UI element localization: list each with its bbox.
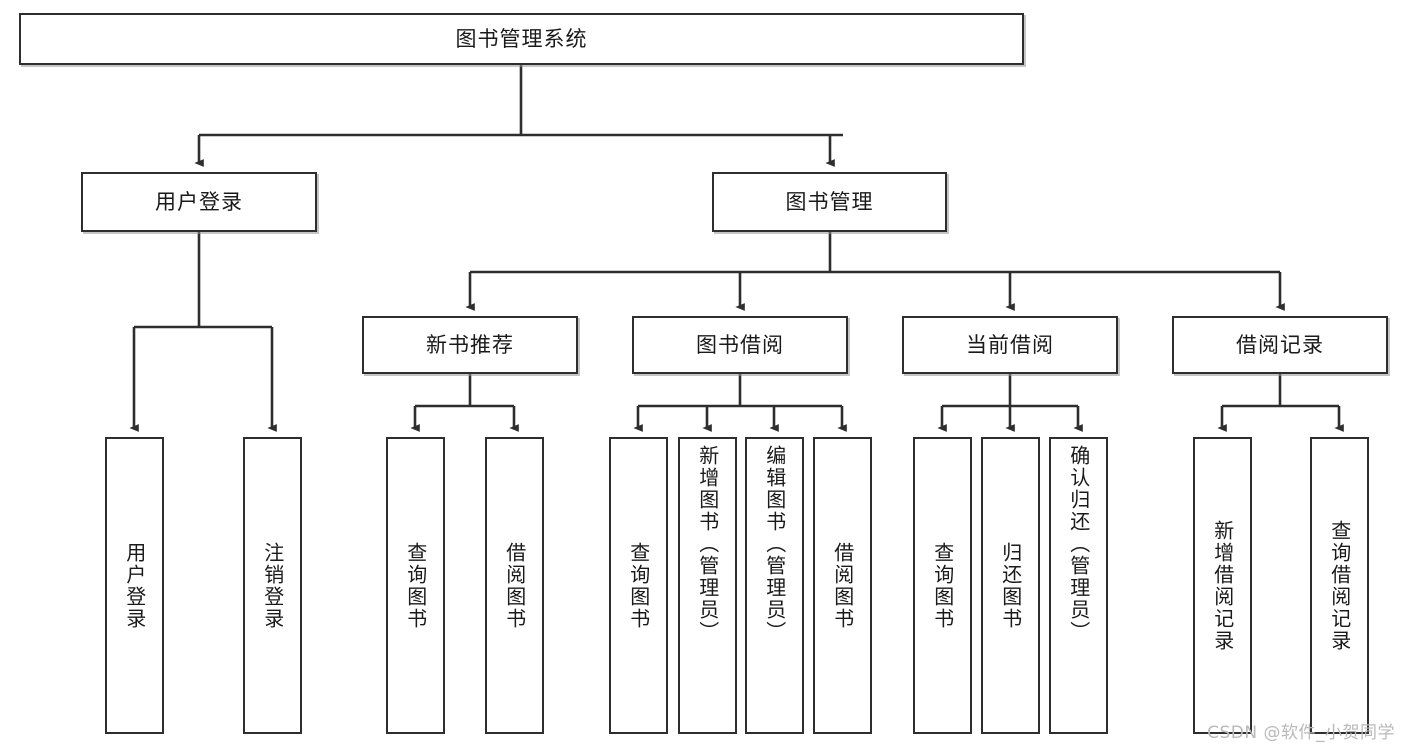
leaf-node-add-book[interactable]: 新增图书（管理员） bbox=[678, 437, 737, 734]
node-book-management[interactable]: 图书管理 bbox=[712, 172, 947, 232]
csdn-watermark: CSDN @软件_小贺同学 bbox=[1207, 723, 1395, 743]
leaf-node-edit-book[interactable]: 编辑图书（管理员） bbox=[745, 437, 804, 734]
leaf-node-user-logout[interactable]: 注销登录 bbox=[243, 437, 302, 734]
new-book-recommend-to-leaves-connectors bbox=[410, 374, 519, 432]
leaf-node-user-login[interactable]: 用户登录 bbox=[105, 437, 164, 734]
leaf-node-return-book[interactable]: 归还图书 bbox=[981, 437, 1040, 734]
node-current-borrow[interactable]: 当前借阅 bbox=[902, 316, 1118, 374]
leaf-node-add-book-label: 新增图书（管理员） bbox=[695, 445, 720, 643]
leaf-node-borrow-book[interactable]: 借阅图书 bbox=[813, 437, 872, 734]
leaf-node-query-book-borrow[interactable]: 查询图书 bbox=[609, 437, 668, 734]
leaf-node-add-borrow-record[interactable]: 新增借阅记录 bbox=[1193, 437, 1252, 734]
leaf-node-query-borrow-record[interactable]: 查询借阅记录 bbox=[1310, 437, 1369, 734]
leaf-node-user-logout-label: 注销登录 bbox=[260, 541, 285, 630]
node-user-login[interactable]: 用户登录 bbox=[81, 172, 317, 232]
node-new-book-recommend[interactable]: 新书推荐 bbox=[362, 316, 578, 374]
leaf-node-user-login-label: 用户登录 bbox=[122, 541, 147, 630]
leaf-node-add-borrow-record-label: 新增借阅记录 bbox=[1210, 519, 1235, 652]
leaf-node-confirm-return-label: 确认归还（管理员） bbox=[1066, 445, 1091, 643]
leaf-node-query-book-borrow-label: 查询图书 bbox=[626, 541, 651, 630]
leaf-node-edit-book-label: 编辑图书（管理员） bbox=[762, 445, 787, 643]
leaf-node-return-book-label: 归还图书 bbox=[998, 541, 1023, 630]
node-root-system[interactable]: 图书管理系统 bbox=[19, 13, 1024, 65]
leaf-node-borrow-book-recommend[interactable]: 借阅图书 bbox=[485, 437, 544, 734]
node-current-borrow-label: 当前借阅 bbox=[966, 332, 1054, 357]
node-book-management-label: 图书管理 bbox=[785, 189, 874, 214]
leaf-node-borrow-book-label: 借阅图书 bbox=[830, 541, 855, 630]
current-borrow-to-leaves-connectors bbox=[937, 374, 1083, 432]
user-login-to-leaves-connectors bbox=[129, 232, 277, 432]
book-management-to-level3-connectors bbox=[465, 232, 1285, 311]
node-book-borrow[interactable]: 图书借阅 bbox=[632, 316, 848, 374]
book-borrow-to-leaves-connectors bbox=[633, 374, 847, 432]
node-user-login-label: 用户登录 bbox=[155, 189, 243, 214]
node-book-borrow-label: 图书借阅 bbox=[696, 332, 784, 357]
leaf-node-query-book-current[interactable]: 查询图书 bbox=[913, 437, 972, 734]
leaf-node-query-book-recommend-label: 查询图书 bbox=[403, 541, 428, 630]
leaf-node-query-borrow-record-label: 查询借阅记录 bbox=[1327, 519, 1352, 652]
node-root-system-label: 图书管理系统 bbox=[455, 26, 588, 51]
leaf-node-query-book-recommend[interactable]: 查询图书 bbox=[386, 437, 445, 734]
node-borrow-record-label: 借阅记录 bbox=[1236, 332, 1324, 357]
leaf-node-confirm-return[interactable]: 确认归还（管理员） bbox=[1049, 437, 1108, 734]
root-to-level2-connectors bbox=[194, 65, 843, 167]
leaf-node-query-book-current-label: 查询图书 bbox=[930, 541, 955, 630]
leaf-node-borrow-book-recommend-label: 借阅图书 bbox=[502, 541, 527, 630]
node-borrow-record[interactable]: 借阅记录 bbox=[1172, 316, 1388, 374]
node-new-book-recommend-label: 新书推荐 bbox=[426, 332, 514, 357]
borrow-record-to-leaves-connectors bbox=[1217, 374, 1344, 432]
